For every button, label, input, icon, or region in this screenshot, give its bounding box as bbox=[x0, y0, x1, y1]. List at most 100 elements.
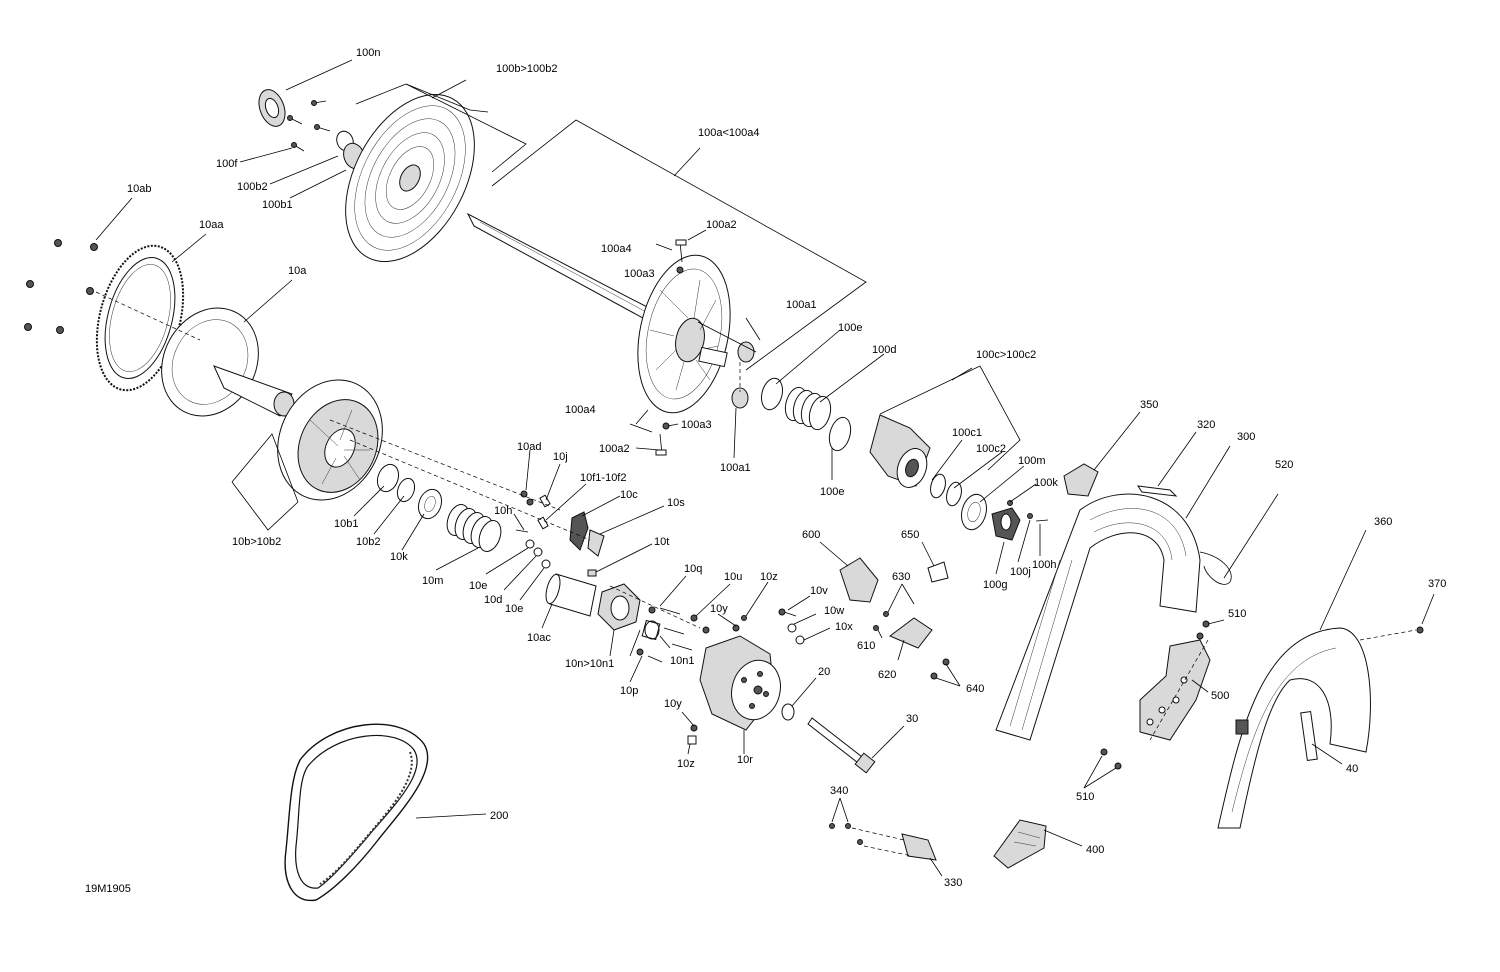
label-100n: 100n bbox=[356, 47, 380, 59]
label-10n1: 10n1 bbox=[670, 655, 694, 667]
part-10y-10z-bottom bbox=[687, 724, 698, 745]
part-350-handle bbox=[1063, 463, 1099, 497]
label-10ad: 10ad bbox=[517, 441, 541, 453]
part-340-nuts bbox=[829, 823, 863, 845]
label-20: 20 bbox=[818, 666, 830, 678]
label-100e-bot: 100e bbox=[820, 486, 844, 498]
part-10h-pin bbox=[515, 529, 529, 533]
label-10ab: 10ab bbox=[127, 183, 151, 195]
part-100a-driven-pulley bbox=[466, 212, 731, 414]
part-360-cover bbox=[1217, 627, 1371, 829]
label-30: 30 bbox=[906, 713, 918, 725]
label-100e-top: 100e bbox=[838, 322, 862, 334]
part-100e-washer-bot bbox=[828, 416, 852, 452]
assembly-axes bbox=[95, 291, 1417, 857]
part-400-bracket bbox=[993, 819, 1047, 869]
part-10u-10y-10z-fasteners bbox=[690, 614, 747, 634]
label-40: 40 bbox=[1346, 763, 1358, 775]
label-320: 320 bbox=[1197, 419, 1215, 431]
label-100c-100c2: 100c>100c2 bbox=[976, 349, 1036, 361]
label-100a-100a4: 100a<100a4 bbox=[698, 127, 759, 139]
label-330: 330 bbox=[944, 877, 962, 889]
label-620: 620 bbox=[878, 669, 896, 681]
label-300: 300 bbox=[1237, 431, 1255, 443]
part-100e-washer-top bbox=[760, 377, 784, 411]
part-200-drive-belt bbox=[284, 723, 429, 902]
part-40-reflector bbox=[1300, 710, 1318, 762]
label-10v: 10v bbox=[810, 585, 828, 597]
label-100a4-bot: 100a4 bbox=[565, 404, 596, 416]
label-100k: 100k bbox=[1034, 477, 1058, 489]
part-10s-weight bbox=[587, 529, 605, 557]
label-100a2-top: 100a2 bbox=[706, 219, 737, 231]
label-10j: 10j bbox=[553, 451, 568, 463]
label-100f: 100f bbox=[216, 158, 238, 170]
label-340: 340 bbox=[830, 785, 848, 797]
label-10u: 10u bbox=[724, 571, 742, 583]
label-100g: 100g bbox=[983, 579, 1007, 591]
label-10h: 10h bbox=[494, 505, 512, 517]
label-370: 370 bbox=[1428, 578, 1446, 590]
label-10b2: 10b2 bbox=[356, 536, 380, 548]
label-610: 610 bbox=[857, 640, 875, 652]
label-10e-b: 10e bbox=[505, 603, 523, 615]
label-10m: 10m bbox=[422, 575, 443, 587]
part-100k-100j-100h-fasteners bbox=[1007, 500, 1049, 522]
part-650-clip bbox=[927, 561, 949, 583]
part-640-nuts bbox=[930, 658, 950, 680]
part-10b1-ring bbox=[376, 463, 400, 493]
part-100a1-bushing-top bbox=[737, 341, 755, 363]
label-100b2: 100b2 bbox=[237, 181, 268, 193]
part-520-retainer bbox=[1199, 551, 1232, 585]
part-10j-pins bbox=[537, 494, 551, 530]
part-10n1-rollers bbox=[641, 619, 661, 641]
part-100a-pins-bot bbox=[629, 422, 670, 456]
label-510-top: 510 bbox=[1228, 608, 1246, 620]
label-100b1: 100b1 bbox=[262, 199, 293, 211]
label-10n-10n1: 10n>10n1 bbox=[565, 658, 614, 670]
label-500: 500 bbox=[1211, 690, 1229, 702]
label-100c1: 100c1 bbox=[952, 427, 982, 439]
label-10w: 10w bbox=[824, 605, 844, 617]
part-320-label bbox=[1136, 485, 1178, 497]
part-100c1-ring bbox=[930, 473, 946, 499]
label-100a3-top: 100a3 bbox=[624, 268, 655, 280]
part-300-belt-guard bbox=[995, 493, 1201, 741]
callout-labels: 100n 100b>100b2 100f 100b2 100b1 100a<10… bbox=[85, 47, 1446, 895]
label-100j: 100j bbox=[1010, 566, 1031, 578]
label-10z-top: 10z bbox=[760, 571, 778, 583]
part-20-washer bbox=[781, 703, 795, 721]
label-10y-bot: 10y bbox=[664, 698, 682, 710]
label-100b-100b2: 100b>100b2 bbox=[496, 63, 557, 75]
label-100a4-top: 100a4 bbox=[601, 243, 632, 255]
label-10x: 10x bbox=[835, 621, 853, 633]
label-10p: 10p bbox=[620, 685, 638, 697]
part-100d-spring bbox=[784, 386, 832, 431]
part-100m-washer bbox=[961, 493, 987, 531]
part-100c2-ring bbox=[946, 481, 962, 507]
label-10s: 10s bbox=[667, 497, 685, 509]
part-10e-10d-washers bbox=[525, 539, 551, 569]
label-640: 640 bbox=[966, 683, 984, 695]
part-10q-screws bbox=[648, 606, 693, 651]
part-620-bracket bbox=[873, 611, 933, 649]
label-10ac: 10ac bbox=[527, 632, 551, 644]
leader-lines bbox=[95, 59, 1435, 877]
label-350: 350 bbox=[1140, 399, 1158, 411]
part-100g-retainer bbox=[991, 507, 1021, 541]
label-10r: 10r bbox=[737, 754, 753, 766]
label-650: 650 bbox=[901, 529, 919, 541]
part-100a1-bushing-bot bbox=[731, 387, 749, 409]
label-630: 630 bbox=[892, 571, 910, 583]
part-100a-pins-top bbox=[655, 239, 687, 274]
label-600: 600 bbox=[802, 529, 820, 541]
part-510-screws bbox=[1100, 620, 1210, 770]
part-10m-spring bbox=[446, 504, 502, 552]
part-30-bolt bbox=[807, 717, 876, 774]
part-10n-spider bbox=[597, 583, 641, 631]
label-10f1-10f2: 10f1-10f2 bbox=[580, 472, 626, 484]
label-10y-top: 10y bbox=[710, 603, 728, 615]
label-100d: 100d bbox=[872, 344, 896, 356]
label-200: 200 bbox=[490, 810, 508, 822]
